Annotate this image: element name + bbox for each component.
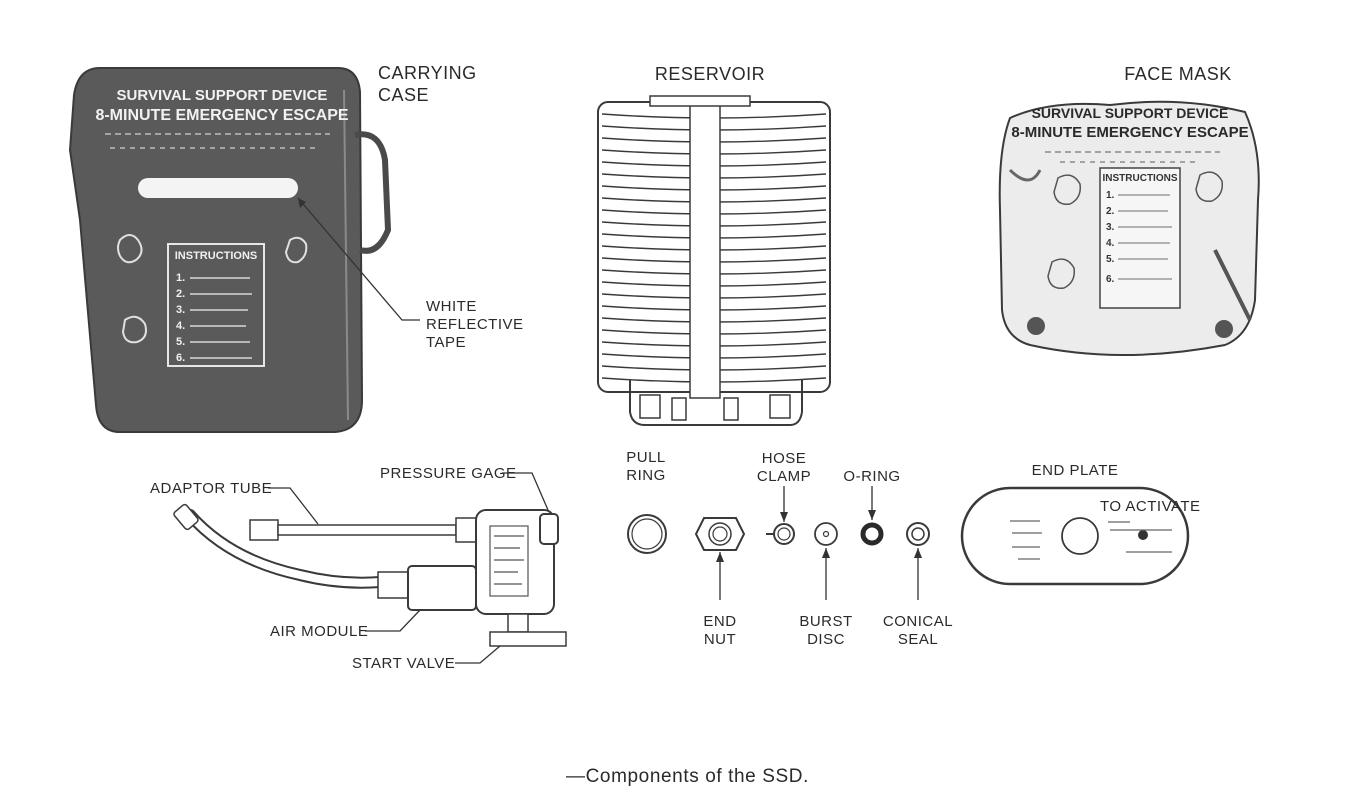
- label-face-mask: FACE MASK: [1124, 64, 1232, 84]
- hose-clamp: [766, 524, 794, 544]
- case-instructions-title: INSTRUCTIONS: [175, 250, 258, 262]
- air-module-cylinder: [408, 566, 476, 610]
- mask-instructions-title: INSTRUCTIONS: [1103, 173, 1178, 184]
- label-clamp: CLAMP: [757, 468, 811, 485]
- conical-seal: [907, 523, 929, 545]
- mask-step-1: 1.: [1106, 190, 1115, 201]
- figure-caption: —Components of the SSD.: [566, 766, 809, 787]
- leader-adaptor-tube: [268, 488, 318, 524]
- adaptor-tube: [278, 525, 456, 535]
- mask-title-line1: SURVIVAL SUPPORT DEVICE: [1032, 105, 1229, 121]
- label-hose: HOSE: [762, 450, 807, 467]
- end-nut: [696, 518, 744, 550]
- label-case: CASE: [378, 85, 429, 105]
- carrying-case: SURVIVAL SUPPORT DEVICE 8-MINUTE EMERGEN…: [70, 68, 388, 432]
- adaptor-tube-fitting: [250, 520, 278, 540]
- label-o-ring: O-RING: [843, 468, 900, 485]
- label-air-module: AIR MODULE: [270, 623, 368, 640]
- label-conical: CONICAL: [883, 613, 953, 630]
- label-disc: DISC: [807, 631, 845, 648]
- label-reflective: REFLECTIVE: [426, 316, 524, 333]
- mask-step-6: 6.: [1106, 274, 1115, 285]
- mask-title-line2: 8-MINUTE EMERGENCY ESCAPE: [1011, 124, 1248, 141]
- label-end-plate: END PLATE: [1032, 462, 1119, 479]
- reservoir-strap: [690, 100, 720, 398]
- case-step-1: 1.: [176, 272, 185, 284]
- label-reservoir: RESERVOIR: [655, 64, 765, 84]
- label-end: END: [703, 613, 736, 630]
- end-plate: TO ACTIVATE: [962, 488, 1201, 584]
- case-title-line1: SURVIVAL SUPPORT DEVICE: [117, 87, 328, 104]
- label-pressure-gage: PRESSURE GAGE: [380, 465, 517, 482]
- label-burst: BURST: [799, 613, 852, 630]
- end-plate-activate-text: TO ACTIVATE: [1100, 498, 1201, 515]
- start-valve: [490, 632, 566, 646]
- label-carrying: CARRYING: [378, 63, 477, 83]
- label-ring: RING: [626, 467, 666, 484]
- mask-step-2: 2.: [1106, 206, 1115, 217]
- label-pull: PULL: [626, 449, 666, 466]
- burst-disc: [815, 523, 837, 545]
- label-adaptor-tube: ADAPTOR TUBE: [150, 480, 272, 497]
- mask-step-5: 5.: [1106, 254, 1115, 265]
- face-mask: SURVIVAL SUPPORT DEVICE 8-MINUTE EMERGEN…: [1000, 102, 1259, 355]
- label-start-valve: START VALVE: [352, 655, 455, 672]
- case-step-6: 6.: [176, 352, 185, 364]
- mask-step-3: 3.: [1106, 222, 1115, 233]
- case-step-4: 4.: [176, 320, 185, 332]
- pressure-gage: [540, 514, 558, 544]
- label-seal: SEAL: [898, 631, 938, 648]
- leader-air-module: [365, 610, 420, 631]
- mask-step-4: 4.: [1106, 238, 1115, 249]
- case-step-5: 5.: [176, 336, 185, 348]
- leader-start-valve: [455, 646, 500, 663]
- label-white: WHITE: [426, 298, 477, 315]
- label-tape: TAPE: [426, 334, 466, 351]
- label-nut: NUT: [704, 631, 736, 648]
- white-reflective-tape: [138, 178, 298, 198]
- pull-ring: [628, 515, 666, 553]
- o-ring: [863, 525, 881, 543]
- case-step-2: 2.: [176, 288, 185, 300]
- case-title-line2: 8-MINUTE EMERGENCY ESCAPE: [95, 107, 348, 124]
- reservoir: [598, 96, 830, 425]
- air-module-assembly: [173, 503, 566, 646]
- case-step-3: 3.: [176, 304, 185, 316]
